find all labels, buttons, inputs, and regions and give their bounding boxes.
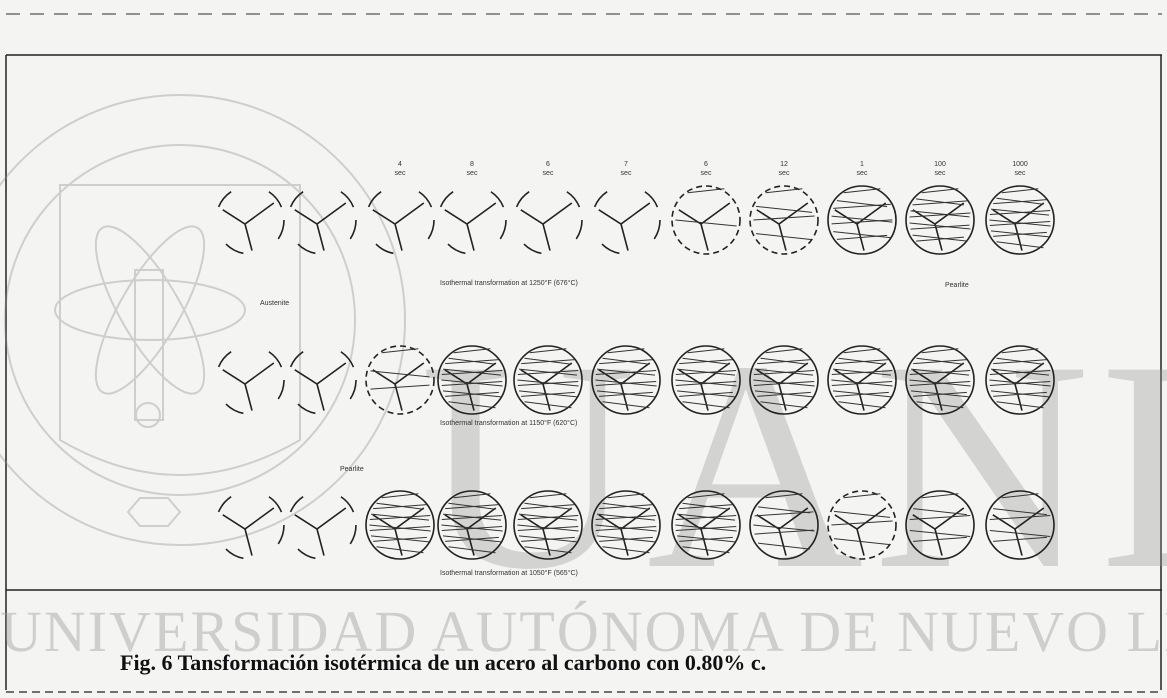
micrograph-cell: [827, 490, 897, 560]
time-label: 7 sec: [620, 161, 632, 177]
micrograph-cell: [749, 345, 819, 415]
university-seal-watermark: [0, 94, 406, 546]
micrograph-cell: [827, 185, 897, 255]
micrograph-cell: [985, 185, 1055, 255]
time-label: 6 sec: [700, 161, 712, 177]
micrograph-cell: [905, 490, 975, 560]
time-label: 1000 sec: [1012, 161, 1028, 177]
figure-caption: Fig. 6 Tansformación isotérmica de un ac…: [120, 650, 767, 675]
university-name-watermark: UNIVERSIDAD AUTÓNOMA DE NUEVO LEÓN: [0, 599, 1167, 664]
row-label-3: Isothermal transformation at 1050°F (565…: [440, 570, 578, 577]
micrograph-cell: [287, 185, 357, 255]
time-label: 6 sec: [542, 161, 554, 177]
micrograph-cell: [365, 185, 435, 255]
micrograph-cell: [985, 490, 1055, 560]
micrograph-cell: [749, 185, 819, 255]
uanl-watermark: UANL: [420, 299, 1167, 631]
micrograph-cell: [437, 490, 507, 560]
micrograph-cell: [905, 185, 975, 255]
micrograph-cell: [591, 345, 661, 415]
time-label: 4 sec: [394, 161, 406, 177]
micrograph-cell: [215, 185, 285, 255]
micrograph-cell: [749, 490, 819, 560]
micrograph-cell: [437, 345, 507, 415]
micrograph-cell: [671, 185, 741, 255]
micrograph-cell: [513, 185, 583, 255]
micrograph-cell: [591, 490, 661, 560]
time-label: 12 sec: [778, 161, 790, 177]
time-label: 100 sec: [934, 161, 946, 177]
micrograph-cell: [905, 345, 975, 415]
micrograph-cell: [671, 345, 741, 415]
time-label: 1 sec: [856, 161, 868, 177]
micrograph-cell: [365, 345, 435, 415]
micrograph-cell: [437, 185, 507, 255]
micrograph-cell: [671, 490, 741, 560]
micrograph-cell: [985, 345, 1055, 415]
row-label-2: Isothermal transformation at 1150°F (620…: [440, 420, 578, 427]
micrograph-cell: [287, 345, 357, 415]
micrograph-cell: [591, 185, 661, 255]
annotation-austenite: Austenite: [260, 300, 290, 307]
row-label-1: Isothermal transformation at 1250°F (676…: [440, 280, 578, 287]
micrograph-cell: [827, 345, 897, 415]
micrograph-cell: [365, 490, 435, 560]
micrograph-cell: [287, 490, 357, 560]
micrograph-cell: [513, 490, 583, 560]
micrograph-cell: [513, 345, 583, 415]
micrograph-cell: [215, 490, 285, 560]
time-label: 8 sec: [466, 161, 478, 177]
annotation-pearlite-2: Pearlite: [340, 466, 364, 473]
annotation-pearlite: Pearlite: [945, 282, 969, 289]
micrograph-cell: [215, 345, 285, 415]
